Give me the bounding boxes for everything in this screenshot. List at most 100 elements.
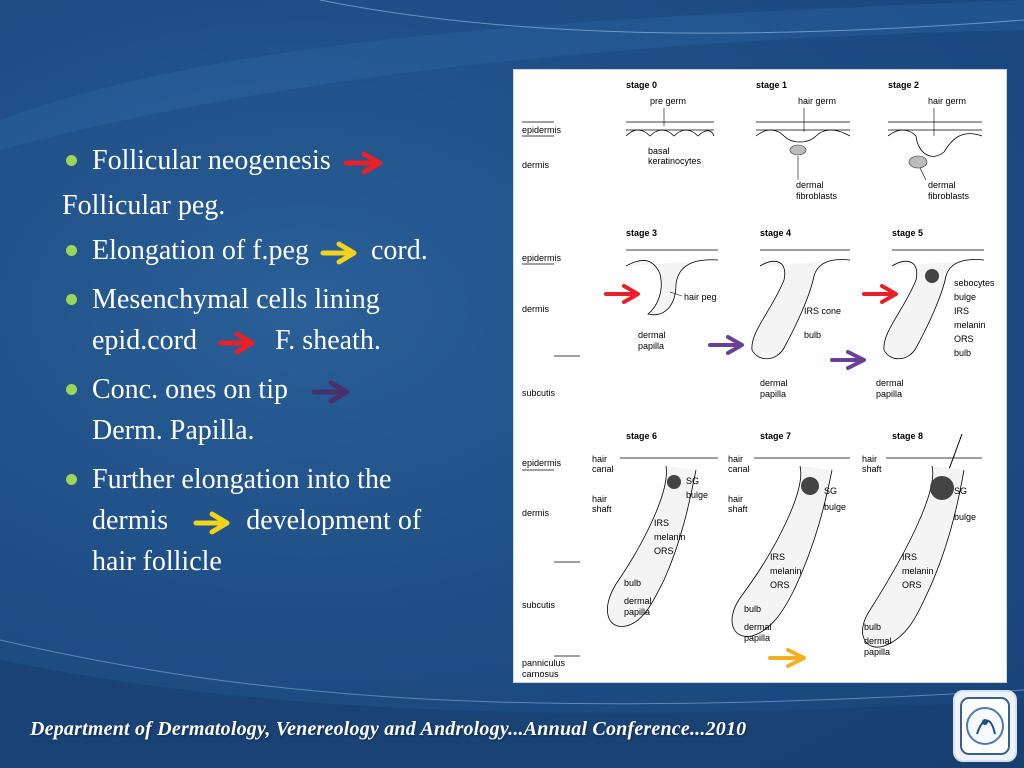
callout-hair-canal-7a: hair (728, 454, 743, 464)
stage-4-label: stage 4 (760, 228, 791, 238)
bullet-text: Elongation of f.peg (92, 235, 309, 266)
label-carnosus: carnosus (522, 669, 559, 679)
bullet-further-elongation: Further elongation into the dermis devel… (60, 459, 510, 582)
bullet-text-suffix: cord. (371, 235, 428, 266)
callout-bulge-8: bulge (954, 512, 976, 522)
label-dermis-2: dermis (522, 304, 550, 314)
bullet-text-line2-end: F. sheath. (275, 325, 381, 356)
bullet-dot (66, 245, 77, 256)
callout-hair-germ-2: hair germ (928, 96, 966, 106)
red-arrow-icon (606, 286, 638, 302)
callout-ors-7: ORS (770, 580, 790, 590)
follicle-diagram: epidermis dermis stage 0 stage 1 stage 2… (514, 70, 1008, 684)
callout-fibroblasts-2: fibroblasts (928, 191, 970, 201)
label-epidermis-3: epidermis (522, 458, 562, 468)
callout-dermal-papilla-4b: papilla (760, 389, 786, 399)
callout-hair-canal-7b: canal (728, 464, 750, 474)
bullet-dot (66, 294, 77, 305)
row-3: epidermis dermis subcutis panniculus car… (522, 431, 982, 679)
stage-1-label: stage 1 (756, 80, 787, 90)
callout-irs-7: IRS (770, 552, 785, 562)
callout-hair-shaft-8b: shaft (862, 464, 882, 474)
bullet-text: Further elongation into the (92, 464, 391, 495)
callout-melanin: melanin (954, 320, 986, 330)
callout-bulb-5: bulb (954, 348, 971, 358)
label-subcutis-3: subcutis (522, 600, 556, 610)
bullet-text-line2-end: development of (246, 505, 421, 536)
bullet-dot (66, 384, 77, 395)
university-seal-icon (953, 690, 1017, 762)
callout-dermal-papilla-6b: papilla (624, 607, 650, 617)
stage-0-label: stage 0 (626, 80, 657, 90)
label-epidermis: epidermis (522, 125, 562, 135)
bullet-text: Follicular neogenesis (92, 145, 331, 176)
callout-irs-8: IRS (902, 552, 917, 562)
callout-hair-shaft-6a: hair (592, 494, 607, 504)
stage-3-label: stage 3 (626, 228, 657, 238)
stage-2-label: stage 2 (888, 80, 919, 90)
callout-bulb-7: bulb (744, 604, 761, 614)
callout-hair-shaft-8a: hair (862, 454, 877, 464)
row-1: epidermis dermis stage 0 stage 1 stage 2… (522, 80, 982, 201)
callout-irs-6: IRS (654, 518, 669, 528)
purple-arrow-icon (710, 337, 742, 353)
stage-1-diagram: hair germ dermal fibroblasts (756, 96, 850, 201)
callout-pre-germ: pre germ (650, 96, 686, 106)
bullet-text-line3: hair follicle (92, 546, 222, 577)
callout-dermal-papilla-3b: papilla (638, 341, 664, 351)
callout-hair-shaft-7b: shaft (728, 504, 748, 514)
callout-dermal-papilla-4a: dermal (760, 378, 788, 388)
callout-ors-8: ORS (902, 580, 922, 590)
callout-fibroblasts: fibroblasts (796, 191, 838, 201)
callout-melanin-8: melanin (902, 566, 934, 576)
callout-dermal-2: dermal (928, 180, 956, 190)
stage-7-label: stage 7 (760, 431, 791, 441)
bullet-follicular-neogenesis: Follicular neogenesis (60, 140, 510, 181)
stage-5-diagram: sebocytes bulge IRS melanin ORS bulb der… (876, 250, 995, 399)
callout-hair-canal-6a: hair (592, 454, 607, 464)
bullet-dot (66, 155, 77, 166)
callout-hair-germ: hair germ (798, 96, 836, 106)
callout-irs: IRS (954, 306, 969, 316)
callout-hair-canal-6b: canal (592, 464, 614, 474)
bullet-mesenchymal: Mesenchymal cells lining epid.cord F. sh… (60, 279, 510, 361)
label-dermis-3: dermis (522, 508, 550, 518)
hair-follicle-stages-figure: epidermis dermis stage 0 stage 1 stage 2… (513, 69, 1007, 683)
seal-graphic (955, 692, 1015, 760)
label-epidermis-2: epidermis (522, 253, 562, 263)
callout-ors-6: ORS (654, 546, 674, 556)
purple-arrow-icon (311, 380, 355, 404)
yellow-arrow-icon (193, 511, 233, 535)
callout-melanin-7: melanin (770, 566, 802, 576)
callout-hair-peg: hair peg (684, 292, 717, 302)
bullet-list: Follicular neogenesis Follicular peg. El… (60, 140, 510, 582)
callout-hair-shaft-6b: shaft (592, 504, 612, 514)
callout-bulge-6: bulge (686, 490, 708, 500)
callout-bulb-6: bulb (624, 578, 641, 588)
footer-conference-text: Department of Dermatology, Venereology a… (30, 718, 746, 741)
stage-6-label: stage 6 (626, 431, 657, 441)
callout-dermal-papilla-7b: papilla (744, 633, 770, 643)
stage-8-label: stage 8 (892, 431, 923, 441)
callout-dermal-papilla-5a: dermal (876, 378, 904, 388)
callout-sg-6: SG (686, 476, 699, 486)
bullet-elongation: Elongation of f.peg cord. (60, 230, 510, 271)
stage-6-diagram: hair canal hair shaft SG bulge IRS melan… (592, 454, 718, 627)
bullet-dot (66, 474, 77, 485)
callout-hair-shaft-7a: hair (728, 494, 743, 504)
red-arrow-icon (864, 286, 896, 302)
callout-bulb-8: bulb (864, 622, 881, 632)
row-2: epidermis dermis subcutis stage 3 stage … (522, 228, 995, 399)
stage-3-diagram: hair peg dermal papilla (626, 250, 718, 351)
stage-2-diagram: hair germ dermal fibroblasts (888, 96, 982, 201)
bullet-text-line2: dermis (92, 505, 168, 536)
callout-sebocytes: sebocytes (954, 278, 995, 288)
stage-5-label: stage 5 (892, 228, 923, 238)
red-arrow-icon (342, 151, 386, 175)
label-subcutis-2: subcutis (522, 388, 556, 398)
label-panniculus: panniculus (522, 658, 566, 668)
callout-dermal-papilla-8b: papilla (864, 647, 890, 657)
stage-8-diagram: hair shaft SG bulge IRS melanin ORS bulb… (862, 434, 982, 657)
callout-sg-8: SG (954, 486, 967, 496)
callout-bulb-4: bulb (804, 330, 821, 340)
